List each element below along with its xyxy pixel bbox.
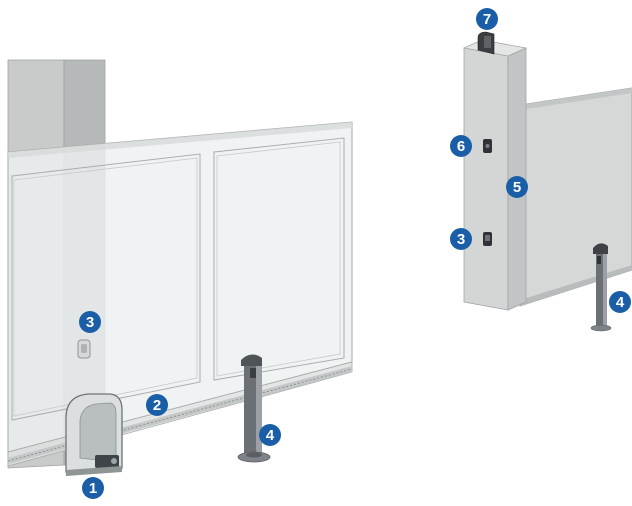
svg-text:3: 3 (86, 314, 94, 331)
sliding-gate-panel-right (519, 87, 632, 307)
key-selector-device (483, 139, 492, 153)
left-view (7, 59, 353, 476)
photocell-wall-left-device (77, 339, 91, 359)
marker-photocell-column-right: 4 (609, 291, 631, 313)
right-view (462, 31, 632, 332)
photocell-wall-right-device (483, 232, 492, 246)
marker-key-selector: 6 (450, 135, 472, 157)
marker-pillar: 5 (506, 176, 528, 198)
svg-text:4: 4 (616, 294, 625, 311)
photocell-column-right-device (590, 243, 612, 332)
markers: 1 2 3 4 3 4 5 6 (79, 8, 631, 499)
marker-photocell-column-front: 4 (259, 424, 281, 446)
svg-text:7: 7 (483, 11, 491, 28)
pillar-right (462, 39, 528, 311)
svg-text:4: 4 (266, 427, 275, 444)
marker-motor: 1 (82, 477, 104, 499)
svg-text:3: 3 (457, 231, 465, 248)
marker-photocell-wall-right: 3 (450, 228, 472, 250)
svg-text:6: 6 (457, 138, 465, 155)
marker-flashing-light: 7 (476, 8, 498, 30)
svg-text:1: 1 (89, 480, 97, 497)
marker-photocell-wall-left: 3 (79, 311, 101, 333)
gear-motor (65, 393, 123, 476)
svg-text:2: 2 (153, 397, 161, 414)
svg-text:5: 5 (513, 179, 521, 196)
photocell-column-front-device (237, 354, 271, 463)
marker-rack: 2 (146, 394, 168, 416)
flashing-light-device (477, 31, 495, 55)
